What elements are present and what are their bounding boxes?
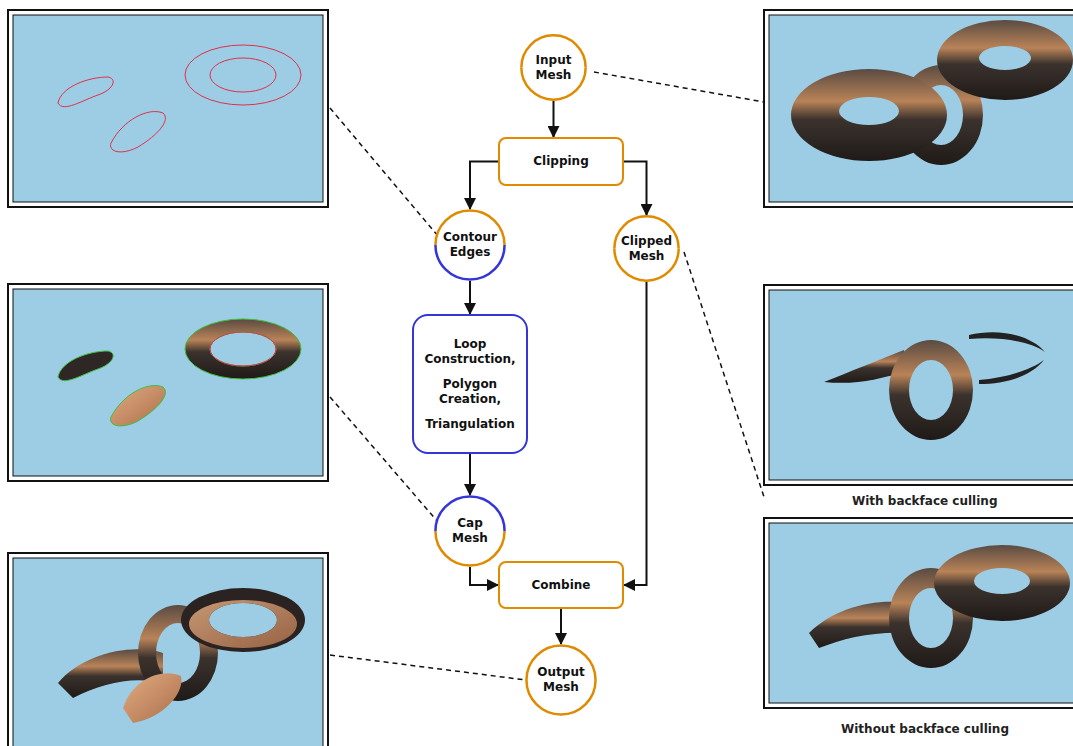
panel-ground bbox=[769, 290, 1073, 480]
panel-caption: Without backface culling bbox=[841, 722, 1009, 736]
panel-ground bbox=[13, 15, 323, 202]
data-circle: Input Mesh bbox=[520, 34, 587, 101]
data-circle: Output Mesh bbox=[525, 644, 597, 716]
data-circle: Cap Mesh bbox=[434, 495, 506, 567]
flow-arrow bbox=[553, 101, 555, 137]
node-text: Triangulation bbox=[425, 417, 515, 432]
flow-arrow bbox=[469, 281, 471, 314]
node-text: Contour Edges bbox=[442, 230, 498, 260]
cap-shape bbox=[123, 673, 181, 723]
panel-frame bbox=[8, 553, 328, 746]
panel-clipped-unculled bbox=[764, 518, 1073, 708]
panel-ground bbox=[769, 523, 1073, 703]
panel-caps bbox=[8, 284, 328, 481]
torus-part bbox=[181, 588, 305, 652]
process-box: Combine bbox=[498, 561, 624, 609]
panel-frame bbox=[8, 10, 328, 207]
leader-line bbox=[684, 252, 764, 497]
leader-line bbox=[330, 108, 438, 236]
panel-ground bbox=[13, 558, 323, 746]
leader-line bbox=[594, 72, 764, 102]
node-text: Combine bbox=[532, 578, 591, 593]
data-circle: Clipped Mesh bbox=[613, 215, 680, 282]
torus bbox=[934, 545, 1070, 621]
flow-arrow bbox=[560, 609, 562, 644]
torus bbox=[937, 20, 1073, 100]
cap-shape bbox=[58, 351, 113, 381]
contour-loop bbox=[111, 112, 166, 152]
panel-ground bbox=[13, 289, 323, 476]
panel-frame bbox=[764, 285, 1073, 485]
panel-frame bbox=[764, 518, 1073, 708]
node-text: Cap Mesh bbox=[442, 516, 498, 546]
panel-caption: With backface culling bbox=[852, 494, 997, 508]
flow-arrow bbox=[470, 162, 498, 210]
process-box: Loop Construction, Polygon Creation, Trian… bbox=[412, 314, 528, 454]
panel-input bbox=[764, 10, 1073, 207]
panel-frame bbox=[8, 284, 328, 481]
contour-loop bbox=[210, 332, 276, 366]
data-circle: Contour Edges bbox=[434, 209, 506, 281]
panel-frame bbox=[764, 10, 1073, 207]
torus bbox=[791, 69, 947, 161]
torus-part bbox=[969, 332, 1045, 352]
cap-shape bbox=[189, 600, 297, 648]
contour-loop bbox=[58, 77, 113, 107]
node-text: Clipped Mesh bbox=[621, 234, 672, 264]
panel-ground bbox=[769, 15, 1073, 202]
contour-loop bbox=[185, 45, 301, 105]
torus-ring bbox=[889, 340, 973, 440]
leader-line bbox=[330, 655, 526, 680]
process-box: Clipping bbox=[498, 137, 624, 186]
flow-arrow bbox=[624, 282, 647, 585]
node-text: Input Mesh bbox=[529, 53, 579, 83]
node-text: Clipping bbox=[533, 154, 588, 169]
node-text: Polygon Creation, bbox=[421, 377, 519, 407]
contour-loop bbox=[210, 58, 276, 92]
cap-shape bbox=[111, 386, 166, 426]
flow-arrow bbox=[470, 567, 498, 585]
node-text: Loop Construction, bbox=[421, 337, 519, 367]
panel-contours bbox=[8, 10, 328, 207]
flow-arrow bbox=[624, 162, 647, 216]
leader-lines bbox=[330, 72, 764, 680]
panel-output bbox=[8, 553, 328, 746]
torus-part bbox=[979, 360, 1044, 384]
flow-arrow bbox=[469, 454, 471, 495]
node-text: Output Mesh bbox=[533, 665, 589, 695]
cap-shape bbox=[185, 319, 301, 379]
panel-clipped-culled bbox=[764, 285, 1073, 485]
